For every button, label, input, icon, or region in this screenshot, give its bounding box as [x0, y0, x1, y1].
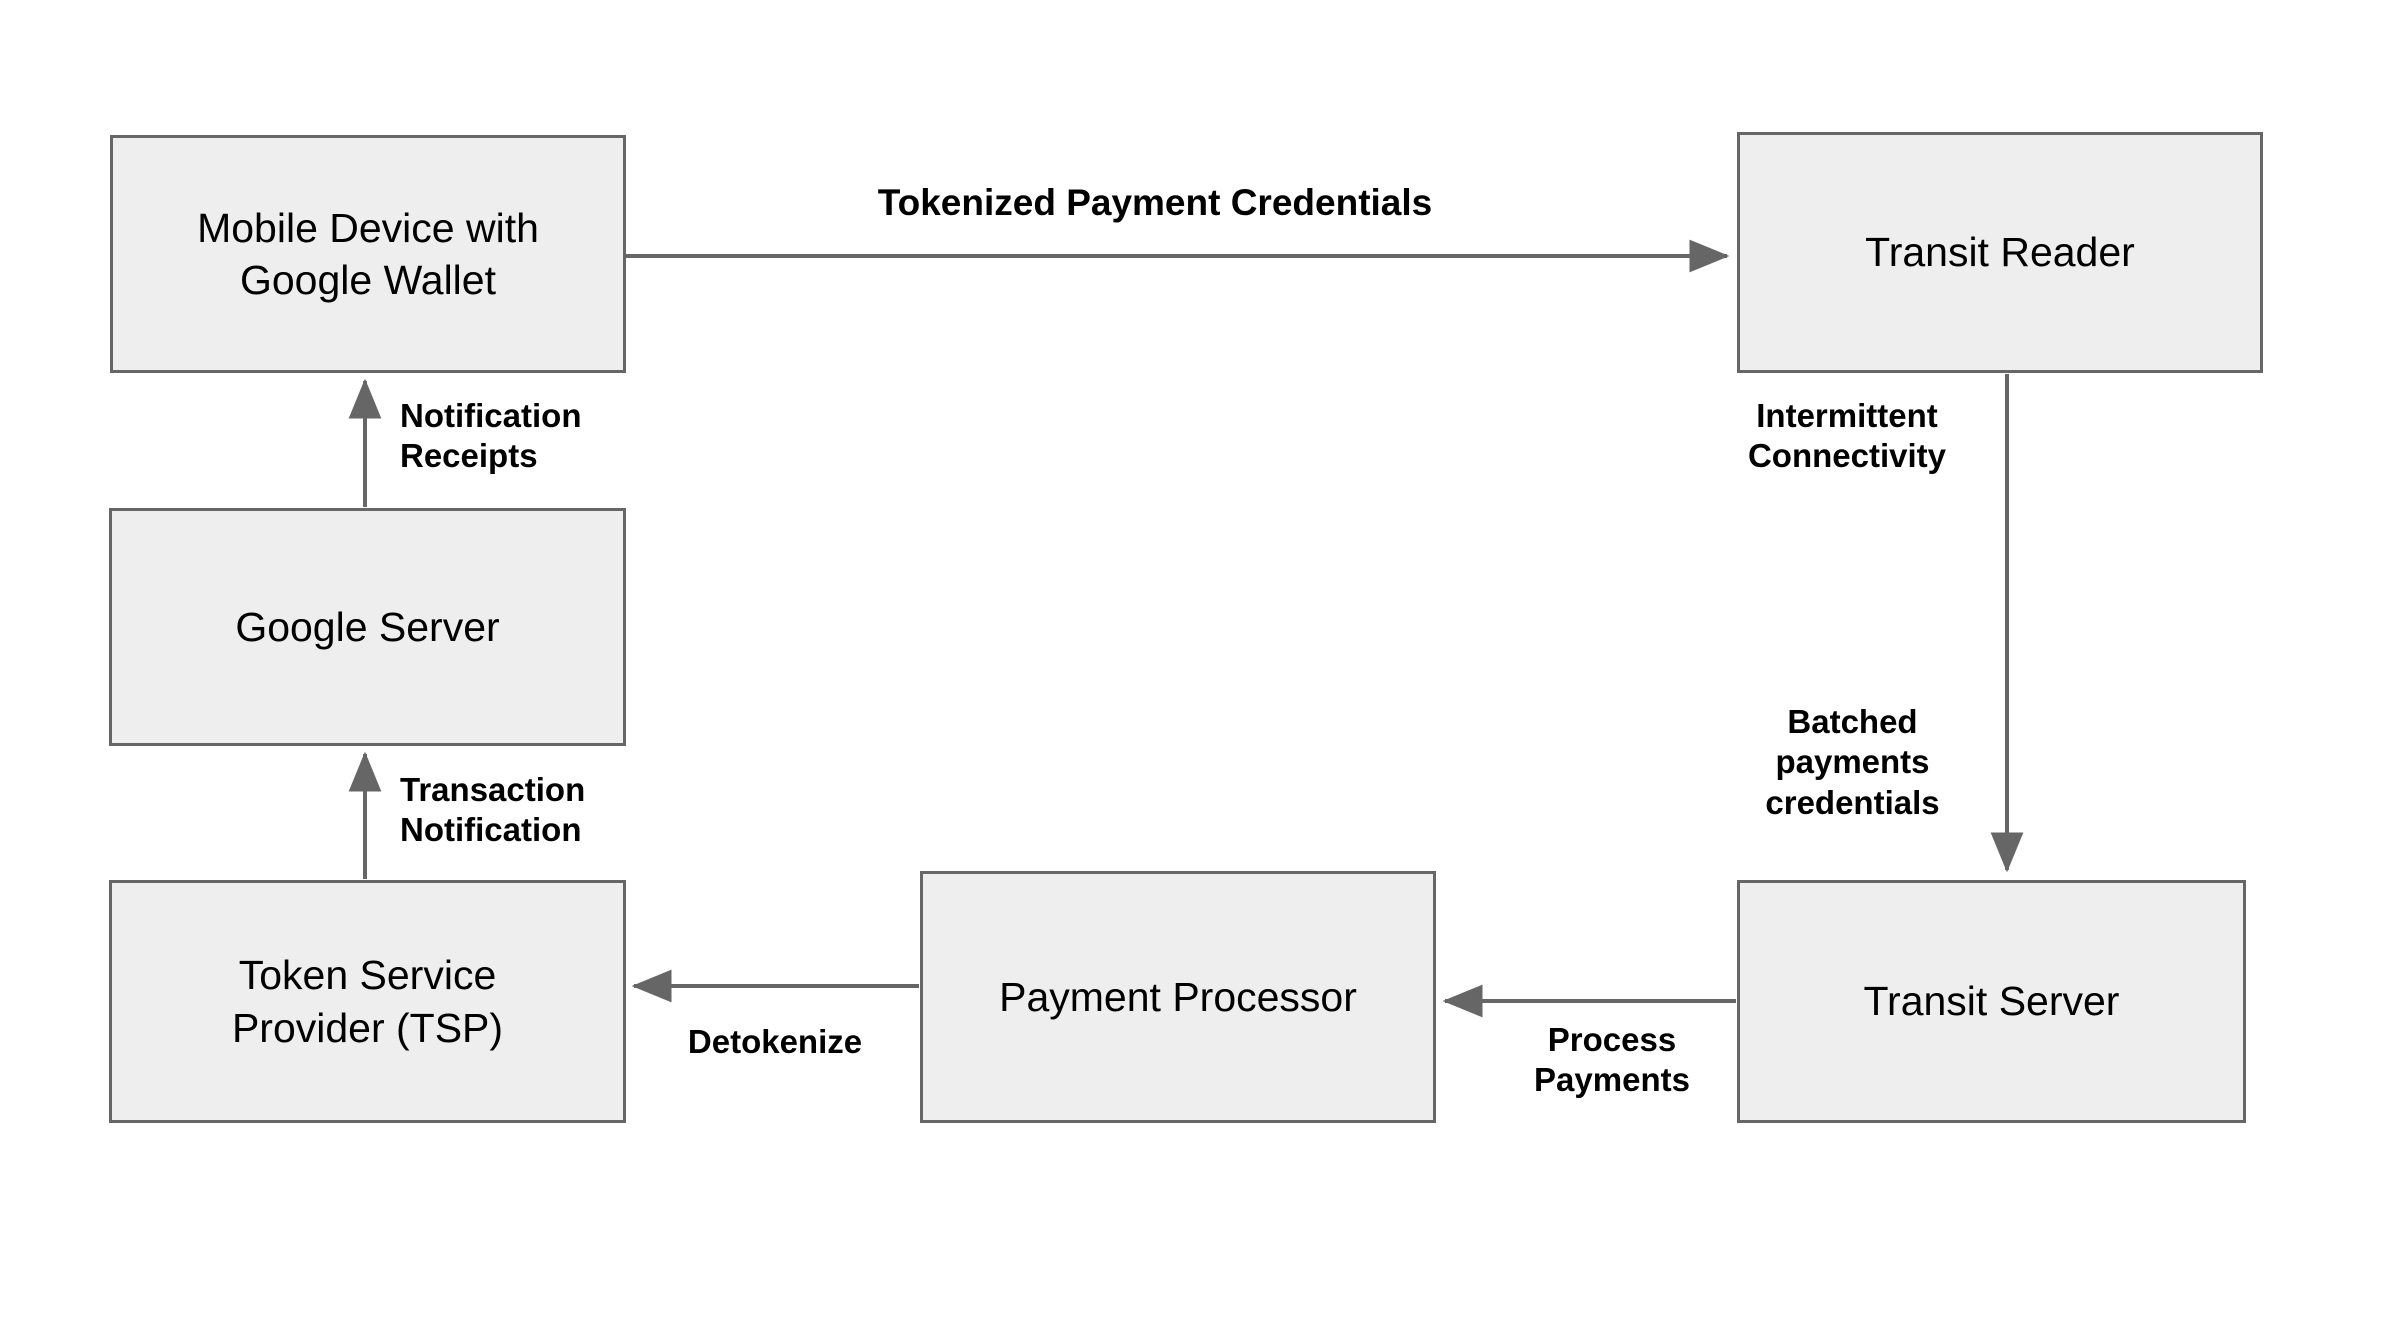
- node-token-service-provider[interactable]: Token Service Provider (TSP): [109, 880, 626, 1123]
- edge-label-process-payments: Process Payments: [1534, 1021, 1690, 1099]
- node-transit-server[interactable]: Transit Server: [1737, 880, 2246, 1123]
- edge-label-tokenized-payment-credentials: Tokenized Payment Credentials: [877, 182, 1433, 223]
- node-google-server[interactable]: Google Server: [109, 508, 626, 746]
- edge-label-notification-receipts: Notification Receipts: [400, 397, 582, 475]
- node-mobile-device[interactable]: Mobile Device with Google Wallet: [110, 135, 626, 373]
- edge-label-detokenize: Detokenize: [687, 1023, 863, 1060]
- node-payment-processor[interactable]: Payment Processor: [920, 871, 1436, 1123]
- edge-label-intermittent-connectivity: Intermittent Connectivity: [1747, 397, 1947, 475]
- node-transit-reader[interactable]: Transit Reader: [1737, 132, 2263, 373]
- edge-label-batched-payments-credentials: Batched payments credentials: [1765, 703, 1940, 821]
- edge-label-transaction-notification: Transaction Notification: [400, 771, 586, 849]
